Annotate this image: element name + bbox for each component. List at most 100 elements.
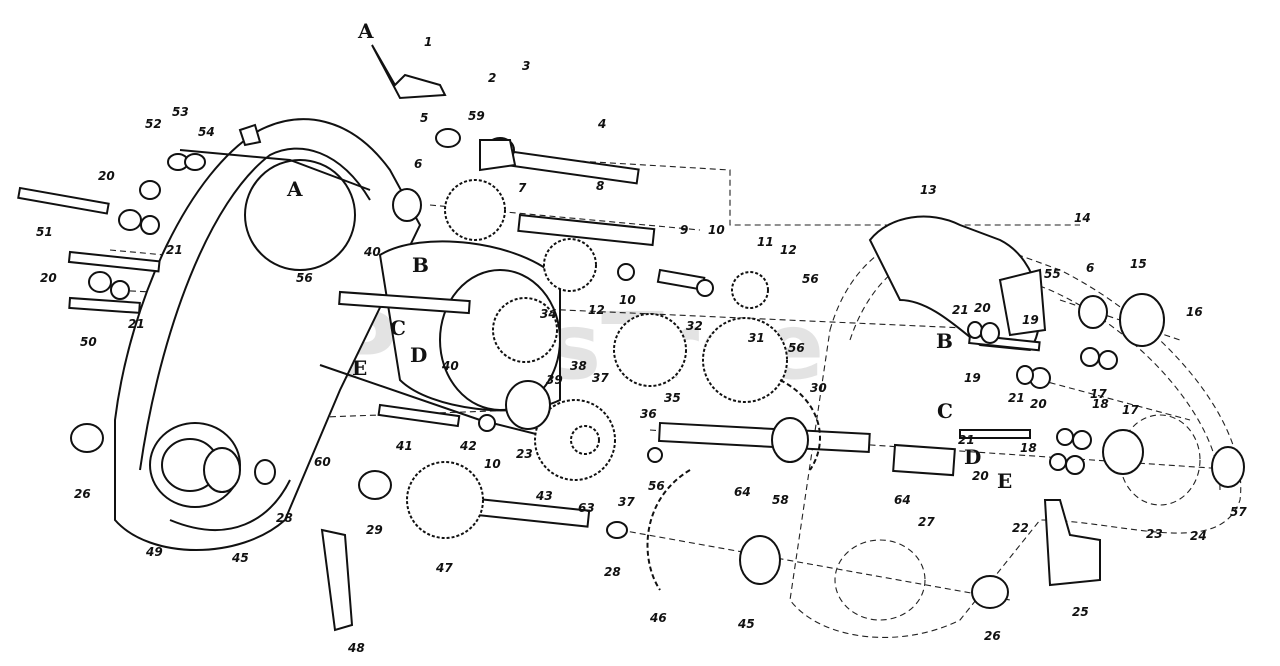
part-callout: 56 [296, 271, 313, 285]
part-callout: 40 [363, 245, 381, 259]
part-callout: 36 [640, 407, 657, 421]
part-callout: 15 [1130, 257, 1147, 271]
ref-letter-e-left: E [352, 356, 367, 380]
part-callout: 31 [748, 331, 765, 345]
part-callout: 53 [172, 105, 189, 119]
ref-letter-d-left: D [410, 343, 427, 367]
part-callout: 46 [649, 611, 667, 625]
part-callout: 34 [540, 307, 557, 321]
part-callout: 42 [459, 439, 477, 453]
ref-letter-e-right: E [997, 469, 1012, 493]
part-callout: 21 [128, 317, 145, 331]
part-callout: 16 [1186, 305, 1203, 319]
part-callout: 37 [618, 495, 635, 509]
ref-letter-a-housing: A [286, 177, 303, 201]
ref-letter-c-right: C [937, 399, 953, 423]
part-callout: 55 [1044, 267, 1061, 281]
part-callout: 30 [810, 381, 827, 395]
ref-letter-d-right: D [964, 445, 981, 469]
part-callout: 10 [484, 457, 501, 471]
part-callout: 28 [276, 511, 293, 525]
gears-and-sprockets [406, 179, 788, 539]
part-callout: 18 [1092, 397, 1109, 411]
part-callout: 20 [1030, 397, 1047, 411]
part-callout: 20 [974, 301, 991, 315]
part-callout: 4 [597, 117, 606, 131]
shafts [17, 148, 1041, 528]
ref-letter-a-top: A [357, 19, 374, 43]
part-callout: 7 [518, 181, 527, 195]
part-callout: 12 [588, 303, 605, 317]
part-callout: 51 [36, 225, 53, 239]
part-callout: 50 [80, 335, 97, 349]
part-callout: 22 [1012, 521, 1029, 535]
part-callout: 54 [198, 125, 215, 139]
part-callout: 21 [952, 303, 969, 317]
part-callout: 5 [420, 111, 428, 125]
part-callout: 59 [468, 109, 485, 123]
part-callout: 8 [596, 179, 604, 193]
part-callout: 20 [972, 469, 989, 483]
part-callout: 21 [958, 433, 975, 447]
part-callout: 6 [414, 157, 422, 171]
part-callout: 57 [1230, 505, 1247, 519]
part-callout: 26 [74, 487, 91, 501]
part-callout: 28 [604, 565, 621, 579]
part-callout: 56 [648, 479, 665, 493]
part-callout: 17 [1090, 387, 1107, 401]
part-callout: 21 [166, 243, 183, 257]
part-callout: 41 [395, 439, 413, 453]
part-callout: 14 [1074, 211, 1091, 225]
left-chain-case [114, 118, 422, 551]
part-callout: 21 [1008, 391, 1025, 405]
part-callout: 10 [708, 223, 725, 237]
part-callout: 29 [366, 523, 383, 537]
part-callout: 60 [314, 455, 331, 469]
part-callout: 6 [1086, 261, 1094, 275]
part-callout: 1 [424, 35, 432, 49]
ref-letter-b-right: B [936, 329, 953, 353]
part-callout: 49 [145, 545, 163, 559]
part-callout: 35 [664, 391, 681, 405]
part-callouts: 1 2 3 4 5 59 6 7 8 9 10 11 12 56 12 10 5… [36, 35, 1247, 655]
part-callout: 37 [592, 371, 609, 385]
part-callout: 24 [1190, 529, 1207, 543]
part-callout: 45 [231, 551, 249, 565]
part-callout: 20 [40, 271, 57, 285]
part-callout: 47 [435, 561, 453, 575]
part-callout: 3 [522, 59, 530, 73]
part-callout: 13 [920, 183, 937, 197]
part-callout: 48 [347, 641, 365, 655]
part-callout: 56 [788, 341, 805, 355]
part-callout: 18 [1020, 441, 1037, 455]
part-callout: 11 [757, 235, 774, 249]
reference-letters: A A B C D E B C D E [286, 19, 1012, 493]
part-callout: 17 [1122, 403, 1139, 417]
part-callout: 26 [984, 629, 1001, 643]
ref-letter-b-left: B [412, 253, 429, 277]
part-callout: 23 [1146, 527, 1163, 541]
part-callout: 9 [680, 223, 688, 237]
part-callout: 19 [1022, 313, 1039, 327]
part-callout: 27 [918, 515, 935, 529]
part-callout: 2 [488, 71, 496, 85]
part-callout: 58 [772, 493, 789, 507]
part-callout: 40 [441, 359, 459, 373]
part-callout: 12 [780, 243, 797, 257]
part-callout: 64 [734, 485, 751, 499]
part-callout: 64 [894, 493, 911, 507]
drive-chains [646, 379, 821, 591]
gear-housing [319, 240, 561, 441]
part-callout: 56 [802, 272, 819, 286]
part-callout: 20 [98, 169, 115, 183]
brackets-and-levers [238, 44, 1101, 632]
part-callout: 23 [516, 447, 533, 461]
part-callout: 45 [737, 617, 755, 631]
part-callout: 63 [578, 501, 595, 515]
part-callout: 32 [686, 319, 703, 333]
part-callout: 52 [145, 117, 162, 131]
part-callout: 38 [570, 359, 587, 373]
part-callout: 25 [1072, 605, 1089, 619]
part-callout: 10 [619, 293, 636, 307]
